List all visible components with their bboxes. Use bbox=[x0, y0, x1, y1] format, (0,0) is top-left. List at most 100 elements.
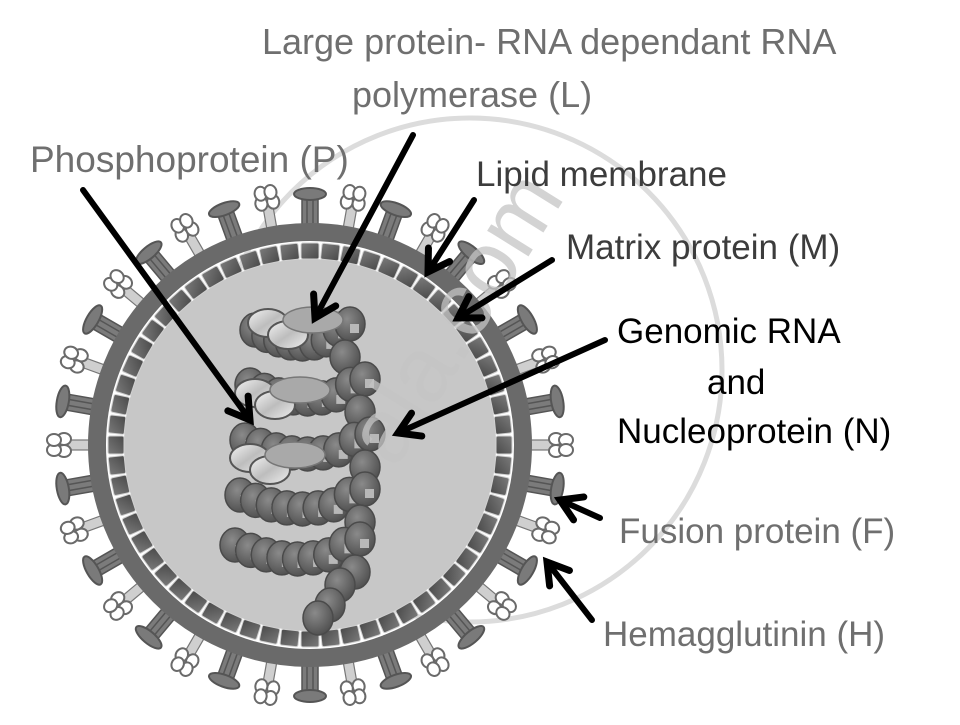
matrix-block-icon bbox=[259, 624, 281, 645]
matrix-block-icon bbox=[455, 547, 479, 571]
fusion-spike-icon bbox=[253, 184, 281, 232]
polymerase-icon bbox=[269, 376, 331, 404]
matrix-block-icon bbox=[412, 276, 436, 300]
matrix-block-icon bbox=[412, 590, 436, 614]
matrix-block-icon bbox=[455, 319, 479, 343]
label-polymerase-line2: polymerase (L) bbox=[352, 74, 593, 115]
matrix-block-icon bbox=[121, 512, 144, 536]
matrix-block-icon bbox=[358, 619, 381, 640]
label-hemagglutinin: Hemagglutinin (H) bbox=[603, 615, 886, 654]
pointer-arrows bbox=[80, 132, 608, 623]
matrix-block-icon bbox=[115, 493, 136, 516]
matrix-block-icon bbox=[320, 242, 341, 262]
fusion-spike-icon bbox=[46, 432, 93, 458]
matrix-block-icon bbox=[121, 354, 144, 378]
arrow-genomic-rna bbox=[391, 337, 608, 440]
hemagglutinin-spike-icon bbox=[376, 200, 413, 244]
matrix-block-icon bbox=[130, 336, 154, 360]
matrix-block-icon bbox=[395, 265, 419, 289]
arrow-hemagglutinin bbox=[542, 556, 595, 623]
nucleoprotein-bead-icon bbox=[302, 600, 334, 636]
label-genomic-rna: Genomic RNA bbox=[617, 312, 841, 351]
matrix-block-icon bbox=[115, 374, 136, 397]
matrix-block-icon bbox=[107, 414, 127, 435]
label-fusion-protein: Fusion protein (F) bbox=[619, 512, 896, 551]
matrix-block-icon bbox=[442, 563, 466, 587]
matrix-block-icon bbox=[107, 435, 125, 455]
polymerase-icon bbox=[264, 441, 326, 469]
hemagglutinin-spike-icon bbox=[82, 546, 127, 586]
matrix-block-icon bbox=[339, 624, 361, 645]
lipid-membrane-ring bbox=[88, 223, 532, 667]
fusion-spike-icon bbox=[59, 345, 108, 376]
matrix-protein-layer bbox=[107, 242, 513, 648]
matrix-block-icon bbox=[489, 394, 510, 416]
matrix-block-icon bbox=[476, 512, 499, 536]
hemagglutinin-spike-icon bbox=[55, 471, 98, 506]
label-nucleoprotein: Nucleoprotein (N) bbox=[617, 412, 892, 451]
fusion-spike-icon bbox=[59, 514, 108, 545]
label-phosphoprotein: Phosphoprotein (P) bbox=[30, 139, 349, 180]
matrix-block-icon bbox=[130, 530, 154, 554]
fusion-spike-icon bbox=[512, 514, 561, 545]
hemagglutinin-spike-icon bbox=[493, 546, 538, 586]
matrix-block-icon bbox=[489, 474, 510, 496]
hemagglutinin-spike-icon bbox=[207, 200, 244, 244]
matrix-block-icon bbox=[466, 336, 490, 360]
matrix-block-icon bbox=[495, 435, 513, 455]
matrix-block-icon bbox=[259, 245, 281, 266]
arrow-fusion-protein bbox=[553, 493, 603, 524]
hemagglutinin-spike-icon bbox=[55, 384, 98, 419]
matrix-block-icon bbox=[168, 289, 192, 313]
hemagglutinin-spike-icon bbox=[522, 384, 565, 419]
matrix-block-icon bbox=[201, 265, 225, 289]
matrix-block-icon bbox=[358, 250, 381, 271]
matrix-block-icon bbox=[484, 493, 505, 516]
fusion-spike-icon bbox=[253, 658, 281, 706]
arrow-phosphoprotein bbox=[80, 187, 254, 426]
hemagglutinin-spike-icon bbox=[207, 646, 244, 690]
surface-glycoproteins bbox=[46, 184, 574, 706]
label-genomic-and: and bbox=[707, 363, 766, 402]
matrix-block-icon bbox=[300, 242, 320, 260]
matrix-block-icon bbox=[154, 563, 178, 587]
arrow-matrix-protein bbox=[452, 257, 555, 322]
arrow-polymerase bbox=[310, 132, 416, 324]
matrix-block-icon bbox=[493, 414, 513, 435]
matrix-block-icon bbox=[428, 289, 452, 313]
hemagglutinin-spike-icon bbox=[493, 304, 538, 344]
fusion-spike-icon bbox=[103, 580, 148, 621]
fusion-spike-icon bbox=[339, 658, 367, 706]
matrix-block-icon bbox=[219, 256, 243, 279]
hemagglutinin-spike-icon bbox=[376, 646, 413, 690]
matrix-block-icon bbox=[141, 319, 165, 343]
matrix-block-icon bbox=[219, 611, 243, 634]
matrix-block-icon bbox=[395, 601, 419, 625]
matrix-block-icon bbox=[377, 256, 401, 279]
matrix-block-icon bbox=[168, 577, 192, 601]
matrix-block-icon bbox=[107, 455, 127, 476]
fusion-spike-icon bbox=[170, 630, 207, 677]
matrix-block-icon bbox=[184, 590, 208, 614]
matrix-block-icon bbox=[279, 628, 300, 648]
matrix-block-icon bbox=[476, 354, 499, 378]
fusion-spike-icon bbox=[527, 432, 574, 458]
fusion-spike-icon bbox=[472, 580, 517, 621]
matrix-block-icon bbox=[279, 242, 300, 262]
hemagglutinin-spike-icon bbox=[293, 187, 327, 228]
label-matrix-protein: Matrix protein (M) bbox=[566, 228, 841, 267]
label-polymerase-line1: Large protein- RNA dependant RNA bbox=[262, 21, 837, 62]
matrix-block-icon bbox=[110, 474, 131, 496]
nucleocapsid-helix bbox=[219, 306, 386, 636]
matrix-block-icon bbox=[466, 530, 490, 554]
matrix-block-icon bbox=[201, 601, 225, 625]
arrow-lipid-membrane bbox=[424, 197, 477, 278]
label-lipid-membrane: Lipid membrane bbox=[476, 155, 727, 194]
fusion-spike-icon bbox=[413, 213, 450, 260]
fusion-spike-icon bbox=[339, 184, 367, 232]
matrix-block-icon bbox=[428, 577, 452, 601]
hemagglutinin-spike-icon bbox=[293, 662, 327, 703]
matrix-block-icon bbox=[239, 250, 262, 271]
